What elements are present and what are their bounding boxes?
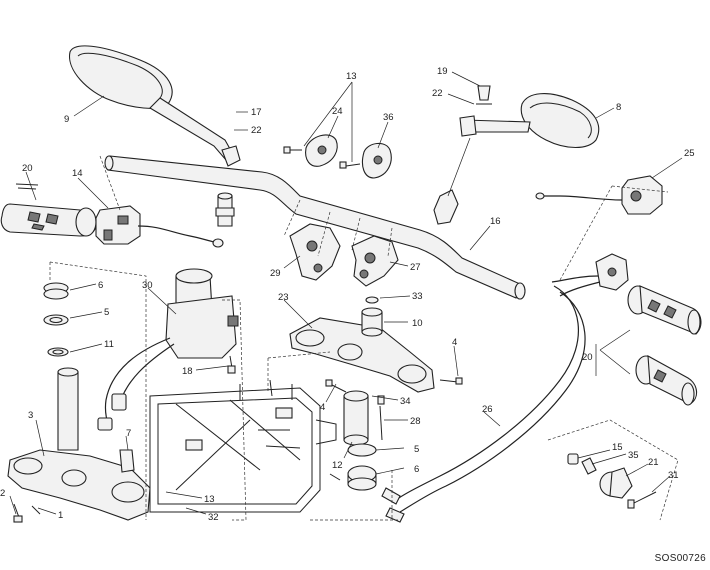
bottom-yoke-3	[7, 449, 151, 523]
label-2: 2	[0, 488, 5, 499]
label-13-bottom: 13	[204, 494, 215, 505]
label-25: 25	[684, 148, 695, 159]
label-5-right: 5	[414, 444, 419, 455]
left-mirror	[69, 45, 241, 167]
throttle-cables-26	[381, 285, 586, 523]
label-6-left: 6	[98, 280, 103, 291]
right-switch-unit	[535, 175, 663, 215]
right-grip-lower	[635, 355, 698, 406]
spacer-33-10	[361, 296, 383, 337]
label-16: 16	[490, 216, 501, 227]
label-9: 9	[64, 114, 69, 125]
dashed-outlines	[49, 155, 679, 521]
label-21: 21	[648, 457, 659, 468]
label-35: 35	[628, 450, 639, 461]
right-mirror	[433, 85, 600, 225]
label-31: 31	[668, 470, 679, 481]
label-4-mid: 4	[320, 402, 325, 413]
label-15: 15	[612, 442, 623, 453]
label-6-right: 6	[414, 464, 419, 475]
bar-end-clamp	[215, 192, 235, 227]
label-32: 32	[208, 512, 219, 523]
label-20-right: 20	[582, 352, 593, 363]
frame-structure	[149, 379, 337, 513]
label-33: 33	[412, 291, 423, 302]
ignition-lock-30	[97, 268, 239, 473]
left-steering-stem	[43, 282, 79, 451]
label-22-left: 22	[251, 125, 262, 136]
label-17: 17	[251, 107, 262, 118]
label-27: 27	[410, 262, 421, 273]
label-12: 12	[332, 460, 343, 471]
label-11: 11	[104, 339, 114, 350]
drawing-code: SOS00726	[654, 553, 706, 564]
upper-clamp-36	[339, 142, 392, 179]
label-4-right: 4	[452, 337, 457, 348]
label-24: 24	[332, 106, 343, 117]
label-5-left: 5	[104, 307, 109, 318]
upper-clamp-24	[283, 134, 338, 167]
label-30: 30	[142, 280, 153, 291]
label-19: 19	[437, 66, 448, 77]
left-grip	[0, 183, 97, 237]
throttle-body	[551, 253, 629, 297]
part-labels: 20 14 9 17 22 13 24 36 19 22 8 25 16 29 …	[0, 66, 695, 523]
label-28: 28	[410, 416, 421, 427]
label-13-top: 13	[346, 71, 357, 82]
label-26: 26	[482, 404, 493, 415]
leader-lines	[9, 71, 683, 515]
handlebar	[104, 155, 526, 300]
steering-stem-parts	[329, 390, 385, 491]
left-switch-unit	[95, 205, 224, 248]
label-14: 14	[72, 168, 83, 179]
label-7: 7	[126, 428, 131, 439]
label-1: 1	[58, 510, 63, 521]
label-29: 29	[270, 268, 281, 279]
top-yoke-23	[289, 317, 435, 393]
label-8: 8	[616, 102, 621, 113]
right-grip-upper	[627, 285, 702, 335]
label-18: 18	[182, 366, 193, 377]
label-3: 3	[28, 410, 33, 421]
bar-end-weight	[567, 453, 657, 509]
label-36: 36	[383, 112, 394, 123]
label-20-left: 20	[22, 163, 33, 174]
label-23: 23	[278, 292, 289, 303]
label-34: 34	[400, 396, 411, 407]
riser-29	[289, 223, 341, 281]
riser-27	[351, 235, 399, 287]
label-10: 10	[412, 318, 423, 329]
label-22-right: 22	[432, 88, 443, 99]
bolts-4	[325, 377, 463, 393]
